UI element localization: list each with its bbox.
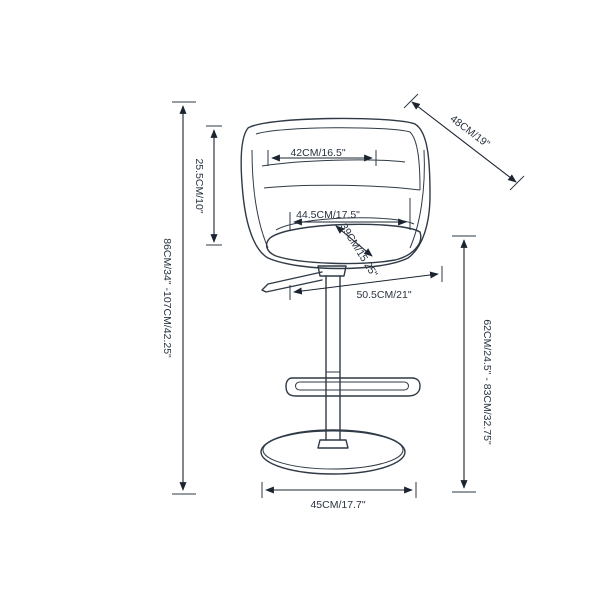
depth-tick-end bbox=[509, 175, 525, 191]
back-height-label: 25.5CM/10" bbox=[193, 158, 205, 213]
footrest-inner bbox=[295, 381, 409, 391]
base-disc-top bbox=[262, 430, 404, 470]
column bbox=[325, 275, 341, 441]
base-disc bbox=[260, 429, 406, 475]
dimension-lines bbox=[172, 93, 525, 498]
left-arm bbox=[251, 149, 269, 249]
base-hub bbox=[317, 439, 349, 449]
back-width-label: 42CM/16.5" bbox=[290, 147, 345, 159]
back-cushion-edge bbox=[263, 184, 421, 191]
footrest bbox=[285, 377, 421, 397]
seat-depth-line bbox=[335, 225, 373, 257]
dimension-labels: 86CM/34" -107CM/42.25" 25.5CM/10" 42CM/1… bbox=[161, 113, 493, 511]
depth-tick-start bbox=[403, 93, 419, 109]
total-height-label: 86CM/34" -107CM/42.25" bbox=[161, 238, 173, 358]
seat-shell-outer bbox=[240, 117, 431, 270]
depth-label: 48CM/19" bbox=[448, 113, 492, 151]
arm-width-line bbox=[293, 271, 439, 295]
depth-line bbox=[411, 101, 517, 183]
back-piping bbox=[261, 159, 406, 167]
base-diameter-label: 45CM/17.7" bbox=[310, 499, 365, 511]
seat-depth-label: 39CM/15.25" bbox=[337, 221, 380, 279]
arm-width-label: 50.5CM/21" bbox=[356, 289, 411, 301]
lift-lever bbox=[261, 271, 323, 293]
seat-width-label: 44.5CM/17.5" bbox=[296, 209, 360, 221]
stool-outline bbox=[240, 117, 431, 475]
seat-height-label: 62CM/24.5" - 83CM/32.75" bbox=[481, 319, 493, 445]
right-arm bbox=[409, 149, 425, 249]
